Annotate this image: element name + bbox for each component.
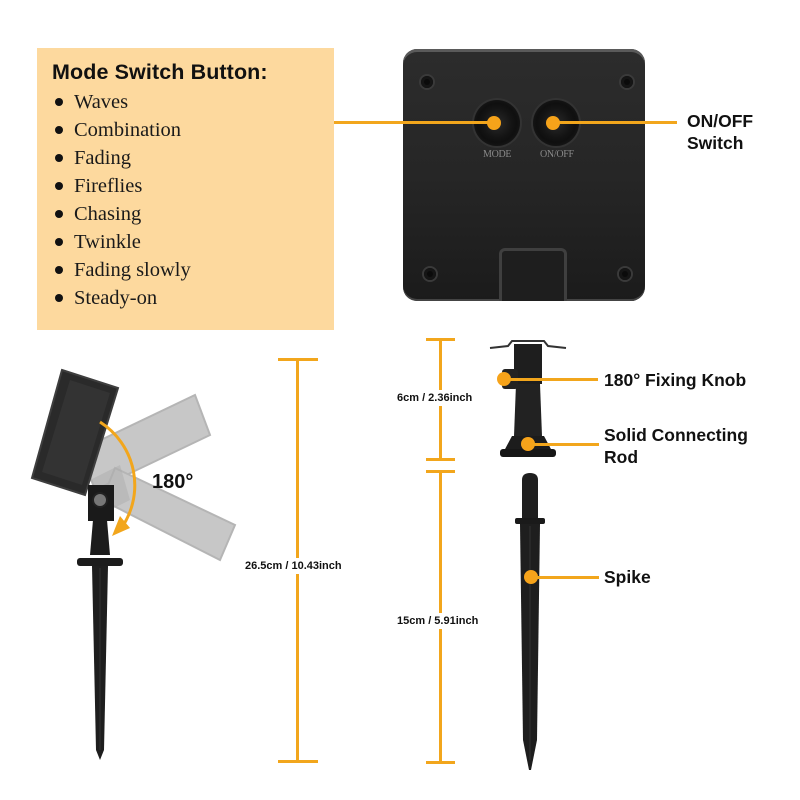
mode-item: Waves [52, 88, 334, 116]
bullet-icon [55, 98, 63, 106]
dim-cap-bottom [426, 458, 455, 461]
rod-marker-dot [521, 437, 535, 451]
fixing-knob-callout: 180° Fixing Knob [604, 370, 747, 390]
onoff-callout: ON/OFF Switch [687, 111, 754, 153]
spike-illustration [515, 473, 545, 770]
assembled-light-illustration [30, 368, 237, 760]
onoff-leader-line [555, 121, 677, 124]
screw-icon [424, 268, 436, 280]
bullet-icon [55, 154, 63, 162]
bullet-icon [55, 294, 63, 302]
mode-switch-title: Mode Switch Button: [52, 60, 268, 84]
mode-item: Twinkle [52, 228, 334, 256]
dim-cap-bottom [278, 760, 318, 763]
mode-leader-line [334, 121, 494, 124]
screw-icon [621, 76, 633, 88]
mode-item: Fireflies [52, 172, 334, 200]
knob-leader-line [508, 378, 598, 381]
spike-leader-line [535, 576, 599, 579]
mode-marker-dot [487, 116, 501, 130]
mode-button-label: MODE [483, 149, 512, 160]
bullet-icon [55, 126, 63, 134]
onoff-button-label: ON/OFF [540, 149, 574, 160]
rotation-angle-label: 180° [152, 471, 194, 493]
mode-item: Combination [52, 116, 334, 144]
mode-list: Waves Combination Fading Fireflies Chasi… [52, 88, 334, 312]
mode-switch-box: Mode Switch Button: Waves Combination Fa… [37, 48, 334, 330]
bullet-icon [55, 182, 63, 190]
onoff-marker-dot [546, 116, 560, 130]
screw-icon [421, 76, 433, 88]
connecting-rod-callout: Solid Connecting Rod [604, 425, 748, 467]
spike-callout: Spike [604, 567, 651, 587]
mode-item: Steady-on [52, 284, 334, 312]
screw-icon [619, 268, 631, 280]
mount-bracket [499, 248, 567, 301]
bullet-icon [55, 238, 63, 246]
mode-item: Fading [52, 144, 334, 172]
total-height-label: 26.5cm / 10.43inch [244, 558, 343, 574]
mode-item: Chasing [52, 200, 334, 228]
bullet-icon [55, 266, 63, 274]
knob-marker-dot [497, 372, 511, 386]
mode-item: Fading slowly [52, 256, 334, 284]
rod-leader-line [532, 443, 599, 446]
dim-cap-bottom [426, 761, 455, 764]
spike-marker-dot [524, 570, 538, 584]
spike-height-label: 15cm / 5.91inch [396, 613, 480, 629]
rod-height-label: 6cm / 2.36inch [396, 390, 474, 406]
bullet-icon [55, 210, 63, 218]
